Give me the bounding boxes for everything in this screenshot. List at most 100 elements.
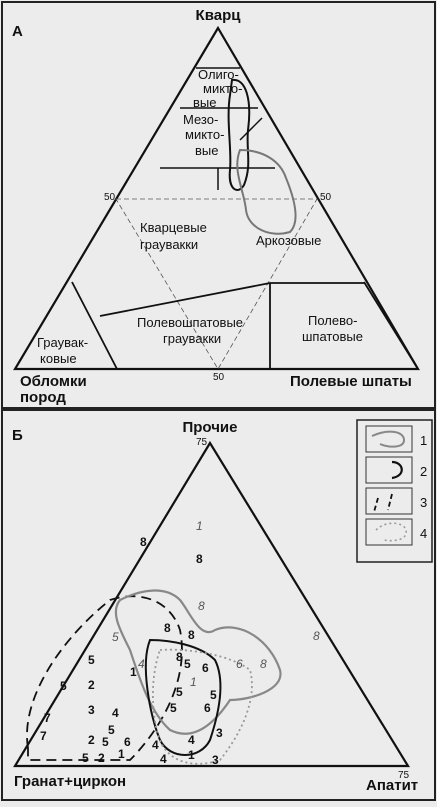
- field-feldspar-greywacke-1: Полевошпатовые: [137, 315, 243, 330]
- point-bold-19: 4: [188, 733, 195, 747]
- legend-label-2: 2: [420, 464, 427, 479]
- tick-side-8: 8: [313, 629, 320, 643]
- boundary-mezo-right: [239, 117, 263, 141]
- point-bold-0: 8: [140, 535, 147, 549]
- point-bold-2: 8: [164, 621, 171, 635]
- panel-b-letter: Б: [12, 427, 23, 444]
- field-quartz-greywacke-1: Кварцевые: [140, 220, 207, 235]
- legend-label-4: 4: [420, 526, 427, 541]
- tick-bottom-50: 50: [213, 372, 225, 383]
- point-bold-15: 7: [44, 711, 51, 725]
- envelope-b-dashed: [26, 595, 183, 761]
- point-bold-11: 3: [88, 703, 95, 717]
- point-bold-26: 5: [170, 701, 177, 715]
- tick-left-50: 50: [104, 192, 116, 203]
- apex-apatite-label: Апатит: [366, 777, 418, 794]
- envelope-a-black: [227, 78, 251, 191]
- point-italic-4: 1: [190, 675, 197, 689]
- field-oligo-2: микто-: [203, 81, 242, 96]
- panel-a: А Кварц Обломки пород Полевые шпаты 50 5…: [12, 7, 420, 406]
- point-italic-2: 5: [112, 630, 119, 644]
- point-italic-3: 4: [138, 657, 145, 671]
- apex-rock-fragments-line2: пород: [20, 389, 66, 406]
- point-bold-27: 6: [204, 701, 211, 715]
- point-bold-29: 4: [160, 752, 167, 766]
- legend-swatch-2: [365, 456, 413, 484]
- point-bold-8: 5: [210, 688, 217, 702]
- legend-lines-3: [373, 493, 393, 513]
- apex-rock-fragments-line1: Обломки: [20, 373, 87, 390]
- boundary-feldspar-right: [363, 281, 419, 370]
- point-italic-6: 8: [260, 657, 267, 671]
- apex-quartz-label: Кварц: [196, 7, 242, 24]
- point-bold-1: 8: [196, 552, 203, 566]
- point-bold-17: 5: [102, 735, 109, 749]
- legend-box: [356, 419, 433, 563]
- field-oligo-1: Олиго-: [198, 67, 239, 82]
- envelope-b-dotted: [152, 648, 253, 765]
- point-bold-21: 7: [40, 729, 47, 743]
- legend-label-3: 3: [420, 495, 427, 510]
- legend-swatch-1: [365, 425, 413, 453]
- point-bold-5: 5: [88, 653, 95, 667]
- legend-curve-4: [375, 522, 407, 542]
- field-feldspathic-1: Полево-: [308, 313, 357, 328]
- field-mezo-3: вые: [195, 143, 218, 158]
- point-bold-24: 1: [118, 747, 125, 761]
- point-bold-18: 4: [152, 738, 159, 752]
- point-bold-13: 5: [108, 723, 115, 737]
- point-italic-1: 8: [198, 599, 205, 613]
- field-greywacke-2: ковые: [40, 351, 77, 366]
- tick-top-75: 75: [196, 437, 208, 448]
- field-arkose: Аркозовые: [256, 233, 321, 248]
- point-bold-25: 6: [202, 661, 209, 675]
- point-bold-28: 3: [216, 726, 223, 740]
- point-italic-0: 1: [196, 519, 203, 533]
- point-bold-4: 8: [176, 650, 183, 664]
- field-mezo-1: Мезо-: [183, 112, 218, 127]
- point-bold-9: 1: [130, 665, 137, 679]
- field-greywacke-1: Граувак-: [37, 335, 88, 350]
- triangle-b: [13, 440, 410, 768]
- apex-feldspar-label: Полевые шпаты: [290, 373, 412, 390]
- point-italic-5: 6: [236, 657, 243, 671]
- envelope-a-gray: [236, 148, 297, 235]
- legend-swatch-3: [365, 487, 413, 515]
- field-oligo-3: вые: [193, 95, 216, 110]
- point-bold-31: 5: [184, 657, 191, 671]
- legend: 1 2 3 4: [356, 419, 433, 563]
- point-bold-3: 8: [188, 628, 195, 642]
- point-bold-7: 5: [176, 685, 183, 699]
- boundary-greywacke-middle: [99, 282, 271, 317]
- point-bold-12: 4: [112, 706, 119, 720]
- apex-garnet-zircon-label: Гранат+циркон: [14, 773, 126, 790]
- legend-swatch-4: [365, 518, 413, 546]
- field-feldspar-greywacke-2: граувакки: [163, 331, 221, 346]
- field-mezo-2: микто-: [185, 127, 224, 142]
- legend-curve-2: [391, 460, 403, 480]
- point-bold-16: 2: [88, 733, 95, 747]
- field-quartz-greywacke-2: граувакки: [140, 237, 198, 252]
- tick-right-50: 50: [320, 192, 332, 203]
- legend-curve-1: [371, 430, 406, 448]
- panel-b: Б Прочие Гранат+циркон Апатит 75 75 8 88…: [12, 419, 418, 794]
- triangle-a: [13, 25, 420, 371]
- legend-label-1: 1: [420, 433, 427, 448]
- envelope-b-black: [144, 638, 222, 756]
- tick-right-75: 75: [398, 770, 410, 781]
- envelope-b-gray: [114, 589, 282, 735]
- point-bold-14: 6: [124, 735, 131, 749]
- point-bold-20: 3: [212, 753, 219, 767]
- point-bold-30: 1: [188, 748, 195, 762]
- point-bold-10: 2: [88, 678, 95, 692]
- panel-a-frame: [1, 1, 436, 409]
- point-bold-23: 2: [98, 751, 105, 765]
- apex-other-label: Прочие: [182, 419, 237, 436]
- field-feldspathic-2: шпатовые: [302, 329, 363, 344]
- point-bold-6: 5: [60, 679, 67, 693]
- point-bold-22: 5: [82, 751, 89, 765]
- panel-a-letter: А: [12, 23, 23, 40]
